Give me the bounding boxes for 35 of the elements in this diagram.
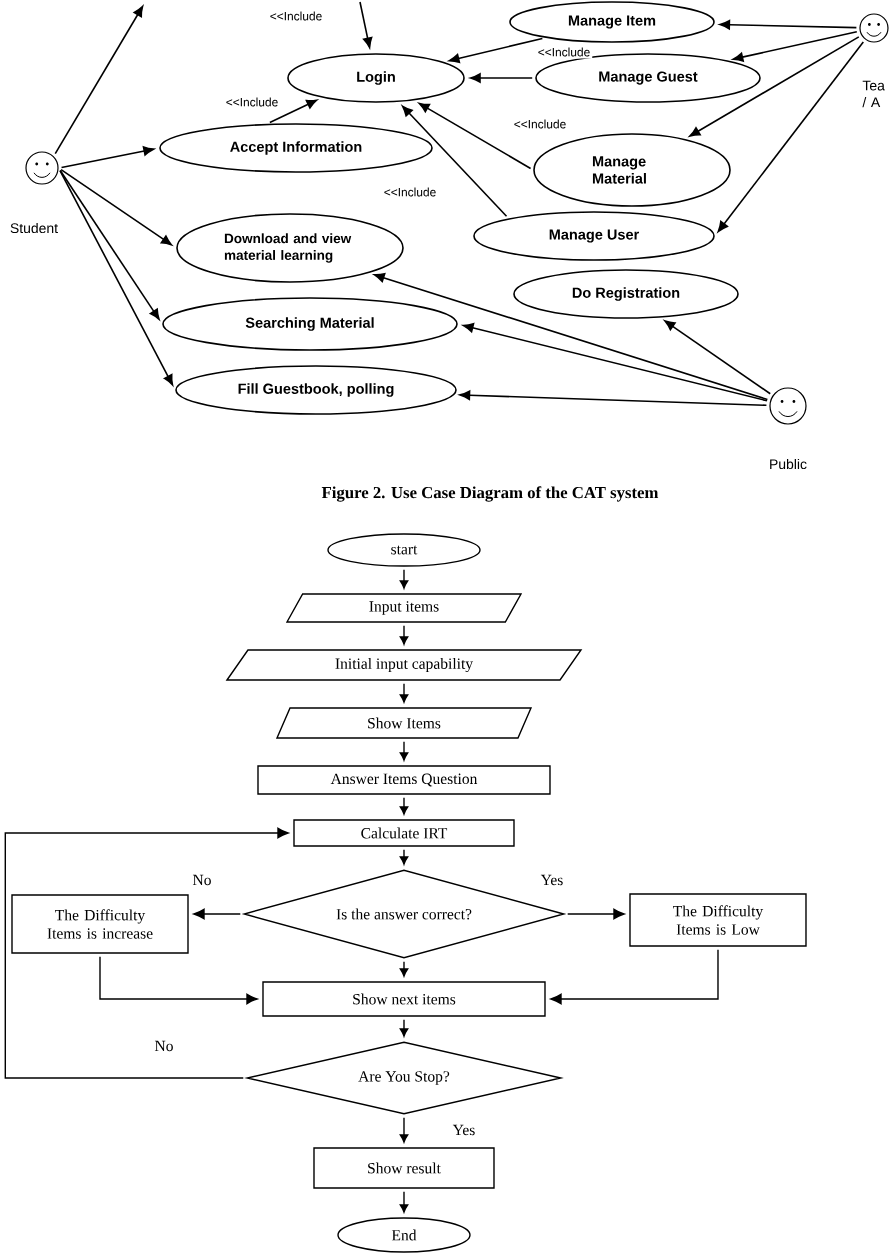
arrow — [469, 73, 533, 83]
arrow — [399, 1191, 409, 1213]
arrow — [418, 102, 532, 170]
arrow — [4, 827, 289, 1079]
arrow — [664, 320, 771, 395]
arrow — [399, 683, 409, 703]
arrow — [719, 19, 858, 30]
arrow — [689, 36, 860, 137]
arrow — [717, 41, 865, 233]
arrow — [459, 390, 768, 407]
arrow — [448, 37, 544, 64]
arrow — [401, 105, 508, 218]
arrow — [59, 169, 174, 386]
arrow — [269, 99, 318, 124]
figure-caption: Figure 2. Use Case Diagram of the CAT system — [321, 486, 659, 502]
arrow — [399, 1117, 409, 1143]
arrow — [60, 168, 173, 246]
arrow — [732, 31, 858, 62]
arrow — [60, 146, 155, 169]
arrow — [54, 5, 144, 155]
arrow — [399, 569, 409, 589]
arrow — [59, 169, 160, 320]
arrow — [567, 908, 625, 920]
arrow — [462, 322, 768, 402]
arrow — [399, 849, 409, 865]
arrow — [399, 741, 409, 761]
arrow — [399, 1019, 409, 1037]
arrow — [99, 956, 258, 1005]
arrow — [550, 949, 719, 1005]
arrow — [193, 908, 241, 920]
arrow — [373, 273, 769, 401]
arrow — [359, 1, 373, 49]
arrow — [399, 625, 409, 645]
arrow — [399, 961, 409, 977]
arrow — [399, 797, 409, 815]
